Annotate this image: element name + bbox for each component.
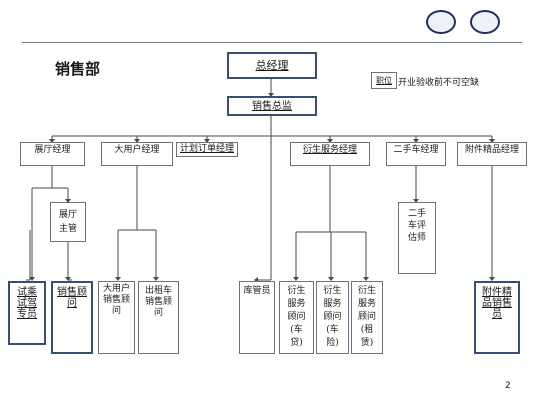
general-manager-box: 总经理 [227, 52, 317, 79]
order-planning-manager-box: 计划订单经理 [176, 142, 238, 157]
showroom-manager-box: 展厅经理 [20, 142, 85, 166]
test-drive-specialist-box: 试乘试驾专员 [8, 281, 46, 345]
faw-logo [426, 10, 456, 34]
fleet-sales-consultant-box: 大用户销售顾问 [98, 281, 135, 354]
sales-consultant-box: 销售顾问 [51, 281, 93, 354]
legend-note: 开业验收前不可空缺 [398, 78, 480, 88]
used-car-appraiser-box: 二手车评估师 [398, 202, 436, 274]
derivative-consultant-rental-box: 衍生服务顾问(租赁) [351, 281, 383, 354]
warehouse-keeper-box: 库管员 [239, 281, 275, 354]
taxi-sales-consultant-box: 出租车销售顾问 [138, 281, 179, 354]
showroom-supervisor-box: 展厅主管 [50, 202, 86, 242]
sales-director-box: 销售总监 [227, 96, 317, 116]
fleet-manager-box: 大用户经理 [101, 142, 173, 166]
derivative-services-manager-box: 衍生服务经理 [290, 142, 370, 166]
page-number: 2 [505, 381, 511, 391]
accessories-manager-box: 附件精品经理 [457, 142, 527, 166]
derivative-consultant-insurance-box: 衍生服务顾问(车险) [316, 281, 349, 354]
used-car-manager-box: 二手车经理 [386, 142, 446, 166]
legend-position-box: 职位 [371, 72, 397, 89]
header-divider [22, 42, 522, 43]
derivative-consultant-loan-box: 衍生服务顾问(车贷) [279, 281, 314, 354]
volkswagen-logo [470, 10, 500, 34]
department-title: 销售部 [55, 60, 101, 78]
accessories-consultant-box: 附件精品销售员 [474, 281, 520, 354]
